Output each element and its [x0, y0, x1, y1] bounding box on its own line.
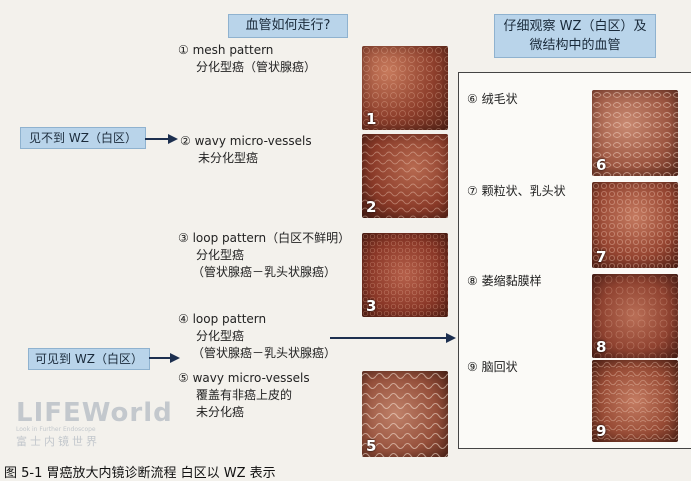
- right-header-line1: 仔细观察 WZ（白区）及: [503, 19, 647, 34]
- right-category-8: ⑧ 萎缩黏膜样: [467, 274, 542, 288]
- category-3-line3: （管状腺癌－乳头状腺癌）: [192, 265, 337, 279]
- endoscopy-image-3: 3: [362, 233, 448, 317]
- category-5-line3: 未分化癌: [196, 405, 245, 419]
- endoscopy-image-2: 2: [362, 134, 448, 218]
- endoscopy-image-8: 8: [592, 274, 678, 358]
- category-4-line2: 分化型癌: [196, 329, 245, 343]
- watermark: LIFEWorld Look in Further Endoscope 富士内镜…: [16, 398, 173, 449]
- right-category-6: ⑥ 绒毛状: [467, 92, 518, 106]
- category-4-line3: （管状腺癌－乳头状腺癌）: [192, 346, 337, 360]
- label-wz-not-visible: 见不到 WZ（白区）: [20, 127, 146, 149]
- arrow-not-visible-line: [145, 138, 169, 140]
- image-number-7: 7: [596, 248, 607, 266]
- arrow-not-visible-head: [168, 134, 178, 144]
- category-2-line1: ② wavy micro-vessels: [180, 134, 312, 148]
- right-header: 仔细观察 WZ（白区）及 微结构中的血管: [494, 14, 656, 58]
- category-3: ③ loop pattern（白区不鲜明） 分化型癌 （管状腺癌－乳头状腺癌）: [178, 230, 350, 281]
- right-category-9: ⑨ 脑回状: [467, 360, 518, 374]
- category-5-line1: ⑤ wavy micro-vessels: [178, 371, 310, 385]
- endoscopy-image-7: 7: [592, 182, 678, 268]
- category-3-line1: ③ loop pattern（白区不鲜明）: [178, 231, 351, 245]
- figure-caption: 图 5-1 胃癌放大内镜诊断流程 白区以 WZ 表示: [4, 466, 276, 481]
- image-number-6: 6: [596, 156, 607, 174]
- left-header: 血管如何走行?: [228, 14, 348, 38]
- right-category-7: ⑦ 颗粒状、乳头状: [467, 184, 566, 198]
- image-number-1: 1: [366, 110, 377, 128]
- label-wz-visible: 可见到 WZ（白区）: [28, 348, 150, 370]
- watermark-cn: 富士内镜世界: [16, 435, 100, 448]
- image-number-3: 3: [366, 297, 377, 315]
- arrow-visible-head: [170, 353, 180, 363]
- arrow-to-right-panel-line: [330, 337, 448, 339]
- image-number-8: 8: [596, 338, 607, 356]
- category-2-line2: 未分化型癌: [198, 151, 259, 165]
- category-2: ② wavy micro-vessels 未分化型癌: [180, 133, 312, 167]
- category-1-line1: ① mesh pattern: [178, 43, 274, 57]
- category-5-line2: 覆盖有非癌上皮的: [196, 388, 293, 402]
- endoscopy-image-1: 1: [362, 46, 448, 130]
- image-number-2: 2: [366, 198, 377, 216]
- right-header-line2: 微结构中的血管: [529, 38, 621, 53]
- category-1: ① mesh pattern 分化型癌（管状腺癌）: [178, 42, 316, 76]
- image-number-5: 5: [366, 437, 377, 455]
- image-number-9: 9: [596, 422, 607, 440]
- category-4-line1: ④ loop pattern: [178, 312, 267, 326]
- watermark-tagline: Look in Further Endoscope: [16, 426, 96, 433]
- endoscopy-image-5: 5: [362, 371, 448, 457]
- category-3-line2: 分化型癌: [196, 248, 245, 262]
- endoscopy-image-6: 6: [592, 90, 678, 176]
- category-1-line2: 分化型癌（管状腺癌）: [196, 60, 317, 74]
- watermark-brand: LIFEWorld: [16, 398, 173, 428]
- arrow-visible-line: [149, 357, 171, 359]
- category-5: ⑤ wavy micro-vessels 覆盖有非癌上皮的 未分化癌: [178, 370, 310, 421]
- endoscopy-image-9: 9: [592, 360, 678, 442]
- arrow-to-right-panel-head: [446, 333, 456, 343]
- category-4: ④ loop pattern 分化型癌 （管状腺癌－乳头状腺癌）: [178, 311, 336, 362]
